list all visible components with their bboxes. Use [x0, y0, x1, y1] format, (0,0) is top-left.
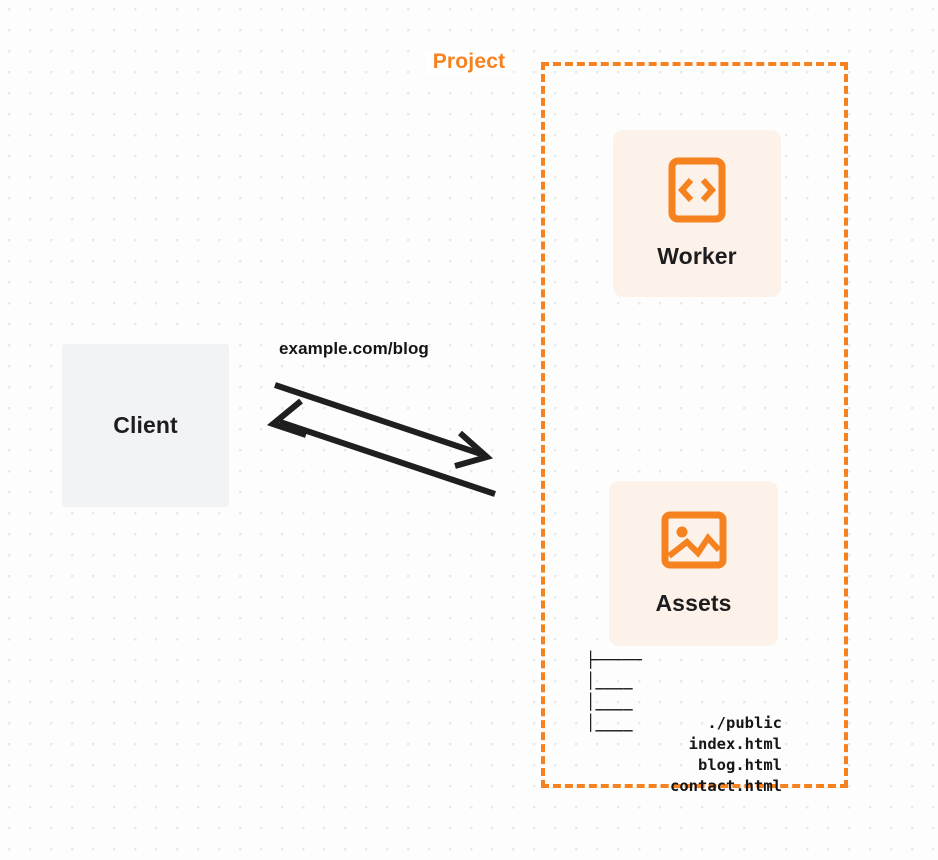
file-tree-row: ├───── ./public	[586, 650, 782, 732]
tree-branch-glyph: ├─────	[586, 651, 642, 669]
tree-branch-glyph: │____	[586, 693, 633, 711]
request-arrow	[274, 382, 494, 469]
assets-file-tree: ├───── ./public │____ index.html │____ b…	[586, 650, 782, 795]
file-tree-row: │____ index.html	[586, 671, 782, 753]
project-title: Project	[425, 50, 513, 74]
tree-entry-name: blog.html	[698, 756, 782, 774]
tree-branch-glyph: │____	[586, 672, 633, 690]
client-label: Client	[113, 412, 178, 438]
tree-entry-name: ./public	[707, 714, 782, 732]
image-icon	[661, 510, 727, 575]
connector-url-label: example.com/blog	[279, 339, 429, 358]
file-tree-row: │____ blog.html	[586, 692, 782, 774]
response-arrow	[266, 398, 496, 497]
tree-branch-glyph: │____	[586, 714, 633, 732]
worker-label: Worker	[657, 243, 737, 269]
file-tree-row: │____ contact.html	[586, 713, 782, 795]
tree-entry-name: index.html	[688, 735, 782, 753]
assets-service-card[interactable]: Assets	[609, 481, 778, 646]
client-node[interactable]: Client	[62, 344, 229, 507]
project-boundary	[541, 62, 848, 788]
code-file-icon	[668, 157, 726, 228]
worker-service-card[interactable]: Worker	[613, 130, 781, 297]
tree-entry-name: contact.html	[670, 777, 782, 795]
assets-label: Assets	[655, 590, 732, 616]
